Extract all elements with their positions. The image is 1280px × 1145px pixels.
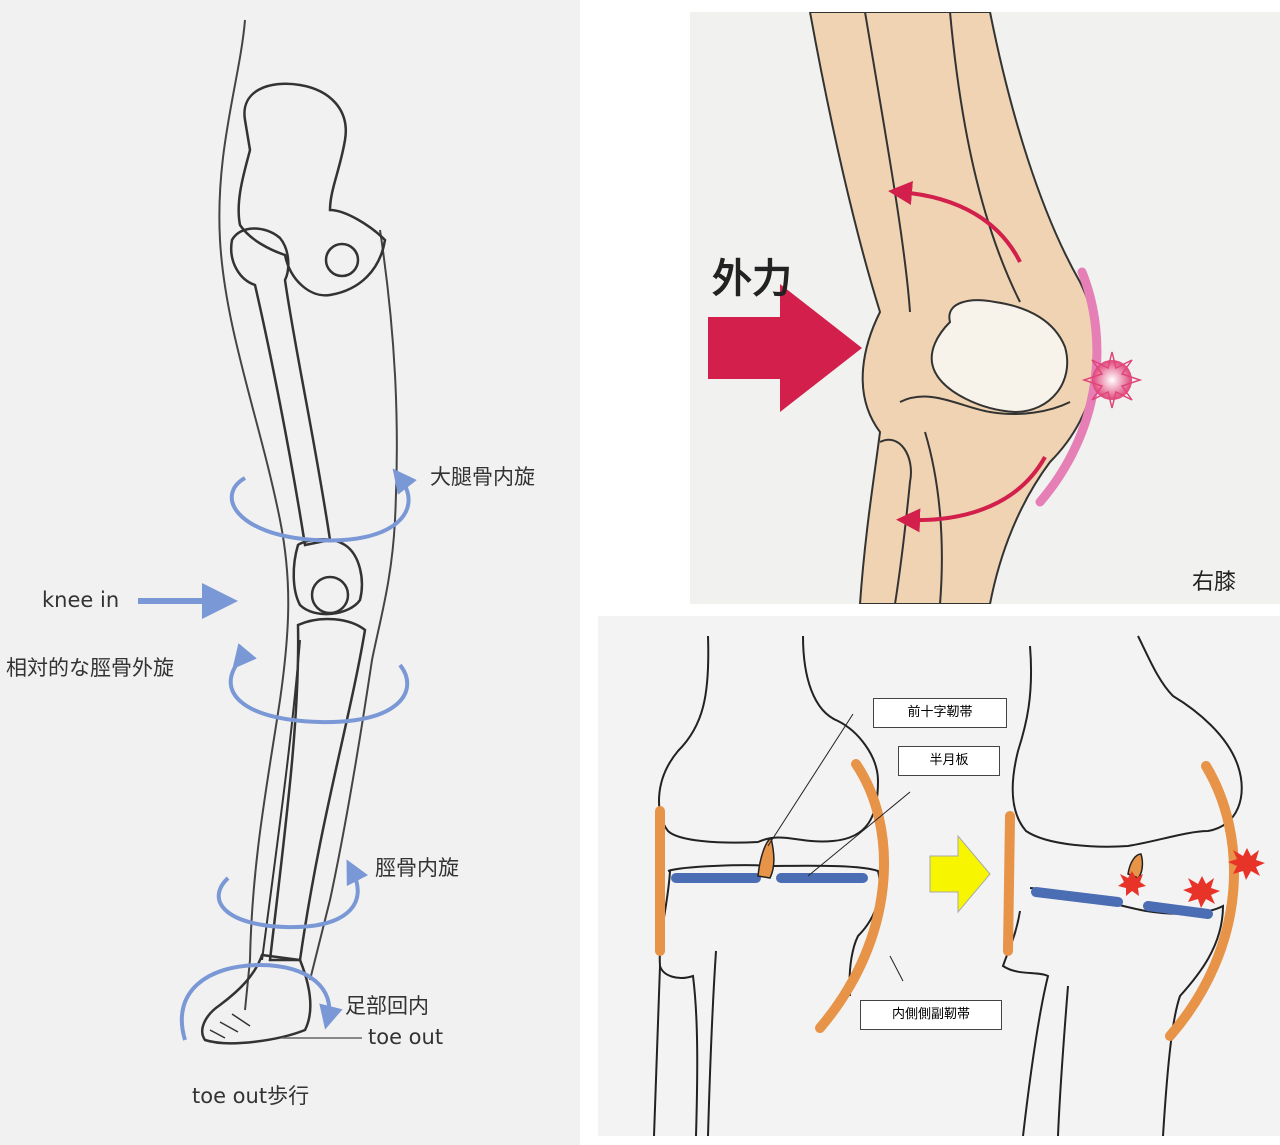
tibia-external-rotation-arrow xyxy=(228,643,410,725)
meniscus-injured-left xyxy=(1031,887,1123,907)
femoral-head xyxy=(324,242,360,278)
external-force-arrow xyxy=(708,284,862,412)
tear-burst-icon-2 xyxy=(1183,876,1220,908)
foot-pronation-arrow xyxy=(179,962,343,1041)
medial-collateral-ligament-injured xyxy=(1165,761,1239,1041)
leg-rotation-panel: 大腿骨内旋 knee in 相対的な脛骨外旋 脛骨内旋 足部回内 toe out… xyxy=(0,0,580,1145)
medial-collateral-ligament xyxy=(815,759,889,1033)
toe-out-label: toe out xyxy=(368,1025,444,1049)
tibial-internal-rotation-label: 脛骨内旋 xyxy=(375,856,459,880)
knee-valgus-illustration xyxy=(708,12,1143,604)
knee-ligament-diagram xyxy=(653,635,1265,1136)
thigh-outline xyxy=(218,19,290,1011)
mcl-label: 内側側副靭帯 xyxy=(860,1000,1002,1030)
lateral-ligament-injured xyxy=(1003,811,1015,956)
acl-label: 前十字靭帯 xyxy=(873,698,1007,728)
femur-rotation-arrow xyxy=(229,468,417,543)
fibula-bone xyxy=(261,639,301,961)
ligament-injury-mechanism-panel: 前十字靭帯 半月板 内側側副靭帯 xyxy=(598,616,1280,1136)
femur-bone xyxy=(229,227,332,547)
tear-burst-icon-1 xyxy=(1118,871,1146,896)
femoral-condyle xyxy=(930,299,1069,414)
relative-tibial-external-rotation-label: 相対的な脛骨外旋 xyxy=(6,656,174,680)
right-knee-label: 右膝 xyxy=(1192,570,1237,595)
pain-burst-icon xyxy=(1092,360,1132,400)
external-force-label: 外力 xyxy=(712,256,792,302)
meniscus-label: 半月板 xyxy=(898,746,1000,776)
femur-shaft-line xyxy=(949,12,1021,303)
tibial-plateau xyxy=(899,395,1071,415)
toe-out-gait-label: toe out歩行 xyxy=(192,1084,310,1108)
thigh-outline-outer xyxy=(309,229,398,981)
femur-shaft-line-2 xyxy=(864,12,911,313)
femur-internal-rotation-label: 大腿骨内旋 xyxy=(430,465,535,489)
knee-in-label: knee in xyxy=(42,588,120,612)
lower-rotation-arrow xyxy=(896,456,1047,533)
tibia-shaft xyxy=(924,431,943,604)
tibia-internal-rotation-arrow xyxy=(216,859,369,930)
progression-arrow xyxy=(929,834,991,914)
pelvis-bone xyxy=(237,82,387,297)
foot-bones xyxy=(201,953,312,1045)
anterior-cruciate-ligament xyxy=(757,836,775,879)
foot-pronation-label: 足部回内 xyxy=(345,994,429,1018)
tear-burst-icon-3 xyxy=(1228,848,1265,880)
knee-injured-state xyxy=(1001,635,1265,1136)
upper-rotation-arrow xyxy=(888,181,1022,263)
external-force-knee-panel: 外力 右膝 xyxy=(690,12,1280,604)
leg-skeleton-illustration xyxy=(138,19,417,1045)
knee-normal-state xyxy=(653,635,911,1136)
tibia-bone xyxy=(268,617,367,962)
patella-bone xyxy=(310,575,350,615)
meniscus-injured-right xyxy=(1143,901,1213,919)
fibula xyxy=(879,438,912,604)
